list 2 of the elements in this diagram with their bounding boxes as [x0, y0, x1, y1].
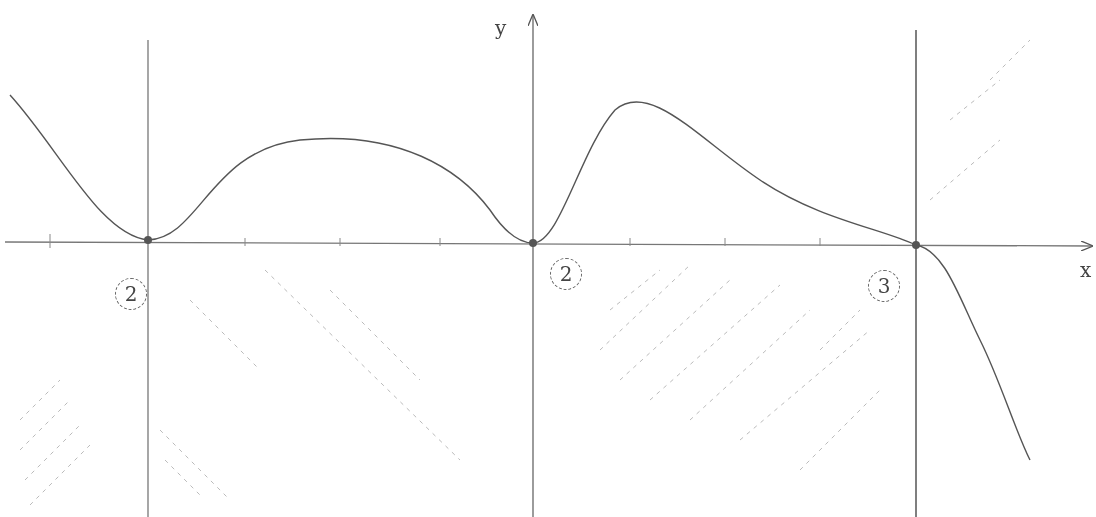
axis-label: x: [1080, 258, 1092, 282]
axis-label: y: [495, 16, 507, 40]
